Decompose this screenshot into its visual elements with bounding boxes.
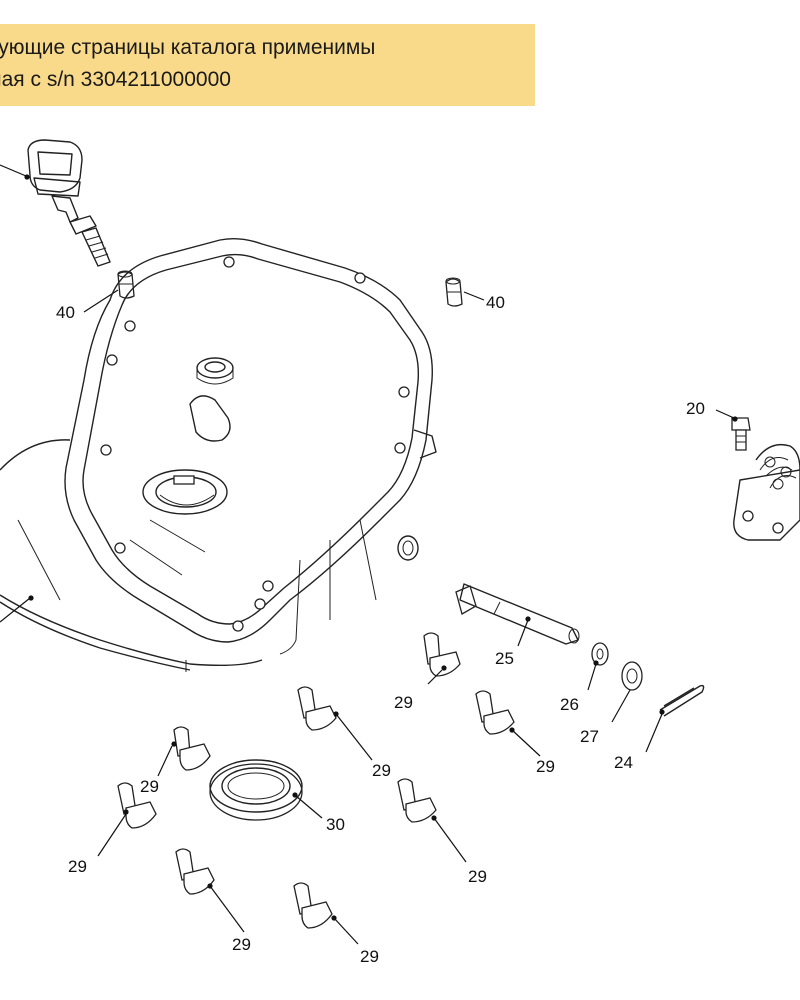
notice-line-2: ная с s/n 3304211000000 — [0, 68, 231, 91]
bracket-bolt-part — [731, 417, 800, 541]
bolt-part-1 — [423, 632, 461, 677]
callout-29-4-label: 29 — [140, 777, 159, 796]
callout-40-right-label: 40 — [486, 293, 505, 312]
callout-20-label: 20 — [686, 399, 705, 418]
callout-40-left-label: 40 — [56, 303, 75, 322]
callout-29-6-label: 29 — [468, 867, 487, 886]
bolt-part-2 — [475, 690, 515, 735]
callout-40-right: 40 — [463, 291, 505, 312]
callout-29-5-label: 29 — [68, 857, 87, 876]
callout-24: 24 — [614, 713, 663, 772]
cotter-pin-part — [659, 684, 705, 717]
callout-27: 27 — [580, 689, 631, 746]
callout-29-8-label: 29 — [360, 947, 379, 966]
callout-20: 20 — [686, 399, 738, 422]
seal-27-part — [621, 661, 643, 691]
callout-29-3: 29 — [335, 713, 391, 780]
washer-part — [591, 642, 609, 666]
dipstick-cap-part — [0, 139, 111, 267]
callout-30-label: 30 — [326, 815, 345, 834]
bolt-part-4 — [171, 726, 211, 771]
notice-line-1: дующие страницы каталога применимы — [0, 36, 376, 59]
callout-29-6: 29 — [433, 817, 487, 886]
callout-27-label: 27 — [580, 727, 599, 746]
callout-29-2: 29 — [511, 729, 555, 776]
callout-24-label: 24 — [614, 753, 633, 772]
callout-25-label: 25 — [495, 649, 514, 668]
callout-29-4: 29 — [140, 745, 173, 796]
callout-29-1-label: 29 — [394, 693, 413, 712]
callout-26-label: 26 — [560, 695, 579, 714]
callout-29-8: 29 — [333, 917, 379, 966]
callout-30: 30 — [292, 792, 345, 834]
callout-25: 25 — [495, 616, 531, 668]
callout-40-left: 40 — [56, 289, 119, 322]
bolt-part-3 — [297, 686, 339, 731]
callout-29-7-label: 29 — [232, 935, 251, 954]
oil-seal-part — [209, 759, 303, 821]
bolt-part-5 — [117, 782, 157, 829]
applicability-notice-banner: дующие страницы каталога применимы ная с… — [0, 24, 535, 106]
callout-29-1: 29 — [394, 669, 443, 712]
bolt-part-8 — [293, 882, 337, 929]
shift-shaft-part — [455, 583, 580, 645]
bolt-part-6 — [397, 778, 437, 823]
dowel-pin-right-part — [445, 277, 463, 307]
transmission-housing-part — [0, 237, 437, 672]
callout-29-7: 29 — [209, 885, 251, 954]
callout-29-3-label: 29 — [372, 761, 391, 780]
callout-26: 26 — [560, 660, 599, 714]
bolt-part-7 — [175, 848, 215, 895]
callout-29-5: 29 — [68, 813, 127, 876]
callout-29-2-label: 29 — [536, 757, 555, 776]
